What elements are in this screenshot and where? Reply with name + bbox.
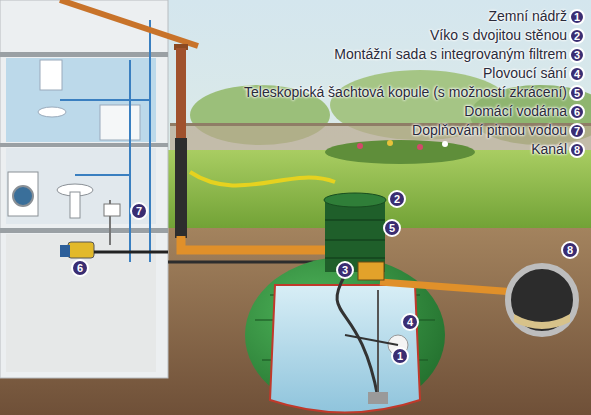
legend-entry: Domácí vodárna — [464, 103, 567, 119]
flower — [417, 144, 423, 150]
washer-door — [13, 186, 33, 206]
pump — [68, 242, 94, 258]
calmed-inlet — [368, 392, 388, 404]
mirror — [40, 60, 62, 90]
callout-text: 4 — [574, 69, 580, 80]
callout-number: 1 — [391, 347, 409, 365]
suction-hose — [168, 261, 330, 264]
legend-text: Domácí vodárna — [464, 103, 567, 119]
shaft-dome — [325, 200, 385, 272]
legend-entry: Víko s dvojitou stěnou — [430, 27, 567, 43]
downpipe — [176, 48, 186, 138]
callout-text: 1 — [397, 351, 403, 362]
legend-entry: Doplňování pitnou vodou — [412, 122, 567, 138]
callout-text: 6 — [574, 107, 580, 118]
callout-text: 6 — [77, 263, 83, 274]
callout-number: 7 — [130, 202, 148, 220]
legend-text: Montážní sada s integrovaným filtrem — [334, 46, 567, 62]
shaft-ribs — [325, 220, 385, 258]
flower — [442, 141, 448, 147]
callout-text: 3 — [342, 265, 348, 276]
refill-valve — [104, 204, 120, 216]
callout-number: 8 — [561, 241, 579, 259]
floor-slab — [0, 52, 168, 57]
legend-entry: Zemní nádrž — [488, 8, 567, 24]
callout-text: 5 — [574, 88, 580, 99]
tank-cutaway — [270, 285, 420, 413]
legend-entry: Plovoucí sání — [483, 65, 567, 81]
basin-pedestal — [70, 192, 80, 218]
callout-text: 7 — [574, 126, 580, 137]
callout-text: 7 — [136, 206, 142, 217]
legend-text: Víko s dvojitou stěnou — [430, 27, 567, 43]
legend-text: Kanál — [531, 141, 567, 157]
inflow-pipe — [181, 236, 332, 250]
callout-number: 3 — [569, 47, 585, 63]
callout-number: 6 — [569, 104, 585, 120]
garden-hose — [190, 172, 335, 186]
underground-tank — [245, 257, 445, 413]
sewer-sediment — [514, 314, 570, 329]
callout-text: 8 — [567, 245, 573, 256]
callout-text: 3 — [574, 50, 580, 61]
callout-number: 2 — [388, 190, 406, 208]
callout-number: 1 — [569, 9, 585, 25]
legend-entry: Teleskopická šachtová kopule (s možností… — [244, 84, 567, 100]
callout-number: 7 — [569, 123, 585, 139]
legend-entry: Montážní sada s integrovaným filtrem — [334, 46, 567, 62]
callout-number: 4 — [401, 313, 419, 331]
callout-number: 4 — [569, 66, 585, 82]
washing-machine — [8, 172, 38, 216]
washbasin — [38, 107, 66, 117]
callout-number: 2 — [569, 28, 585, 44]
filter-pipe — [175, 138, 187, 238]
toilet-cistern — [100, 105, 140, 140]
callout-number: 6 — [71, 259, 89, 277]
callout-text: 4 — [407, 317, 413, 328]
legend-text: Doplňování pitnou vodou — [412, 122, 567, 138]
callout-text: 5 — [389, 223, 395, 234]
flower-bed — [325, 140, 475, 164]
laundry-room — [6, 148, 156, 224]
floor-slab — [0, 143, 168, 147]
callout-number: 8 — [569, 142, 585, 158]
callout-text: 8 — [574, 145, 580, 156]
soil — [0, 228, 591, 415]
callout-number: 5 — [383, 219, 401, 237]
pump-motor — [60, 245, 70, 257]
suction-line — [94, 251, 168, 254]
floating-suction — [345, 335, 398, 345]
callout-text: 1 — [574, 12, 580, 23]
water-pipes — [60, 20, 150, 262]
callout-number: 5 — [569, 85, 585, 101]
callout-number: 3 — [336, 261, 354, 279]
overflow-pipe — [380, 282, 515, 292]
callout-text: 2 — [574, 31, 580, 42]
legend-text: Plovoucí sání — [483, 65, 567, 81]
floor-slab — [0, 228, 168, 233]
legend-text: Zemní nádrž — [488, 8, 567, 24]
house-wall — [0, 0, 168, 378]
legend-entry: Kanál — [531, 141, 567, 157]
flower — [387, 140, 393, 146]
sewer — [508, 266, 576, 334]
filter — [358, 262, 384, 280]
legend-text: Teleskopická šachtová kopule (s možností… — [244, 84, 567, 100]
flower — [357, 143, 363, 149]
roof-edge — [60, 0, 198, 46]
basement — [6, 234, 156, 372]
inflow-calmer — [377, 290, 379, 395]
callout-text: 2 — [394, 194, 400, 205]
double-wall-lid — [324, 193, 386, 207]
